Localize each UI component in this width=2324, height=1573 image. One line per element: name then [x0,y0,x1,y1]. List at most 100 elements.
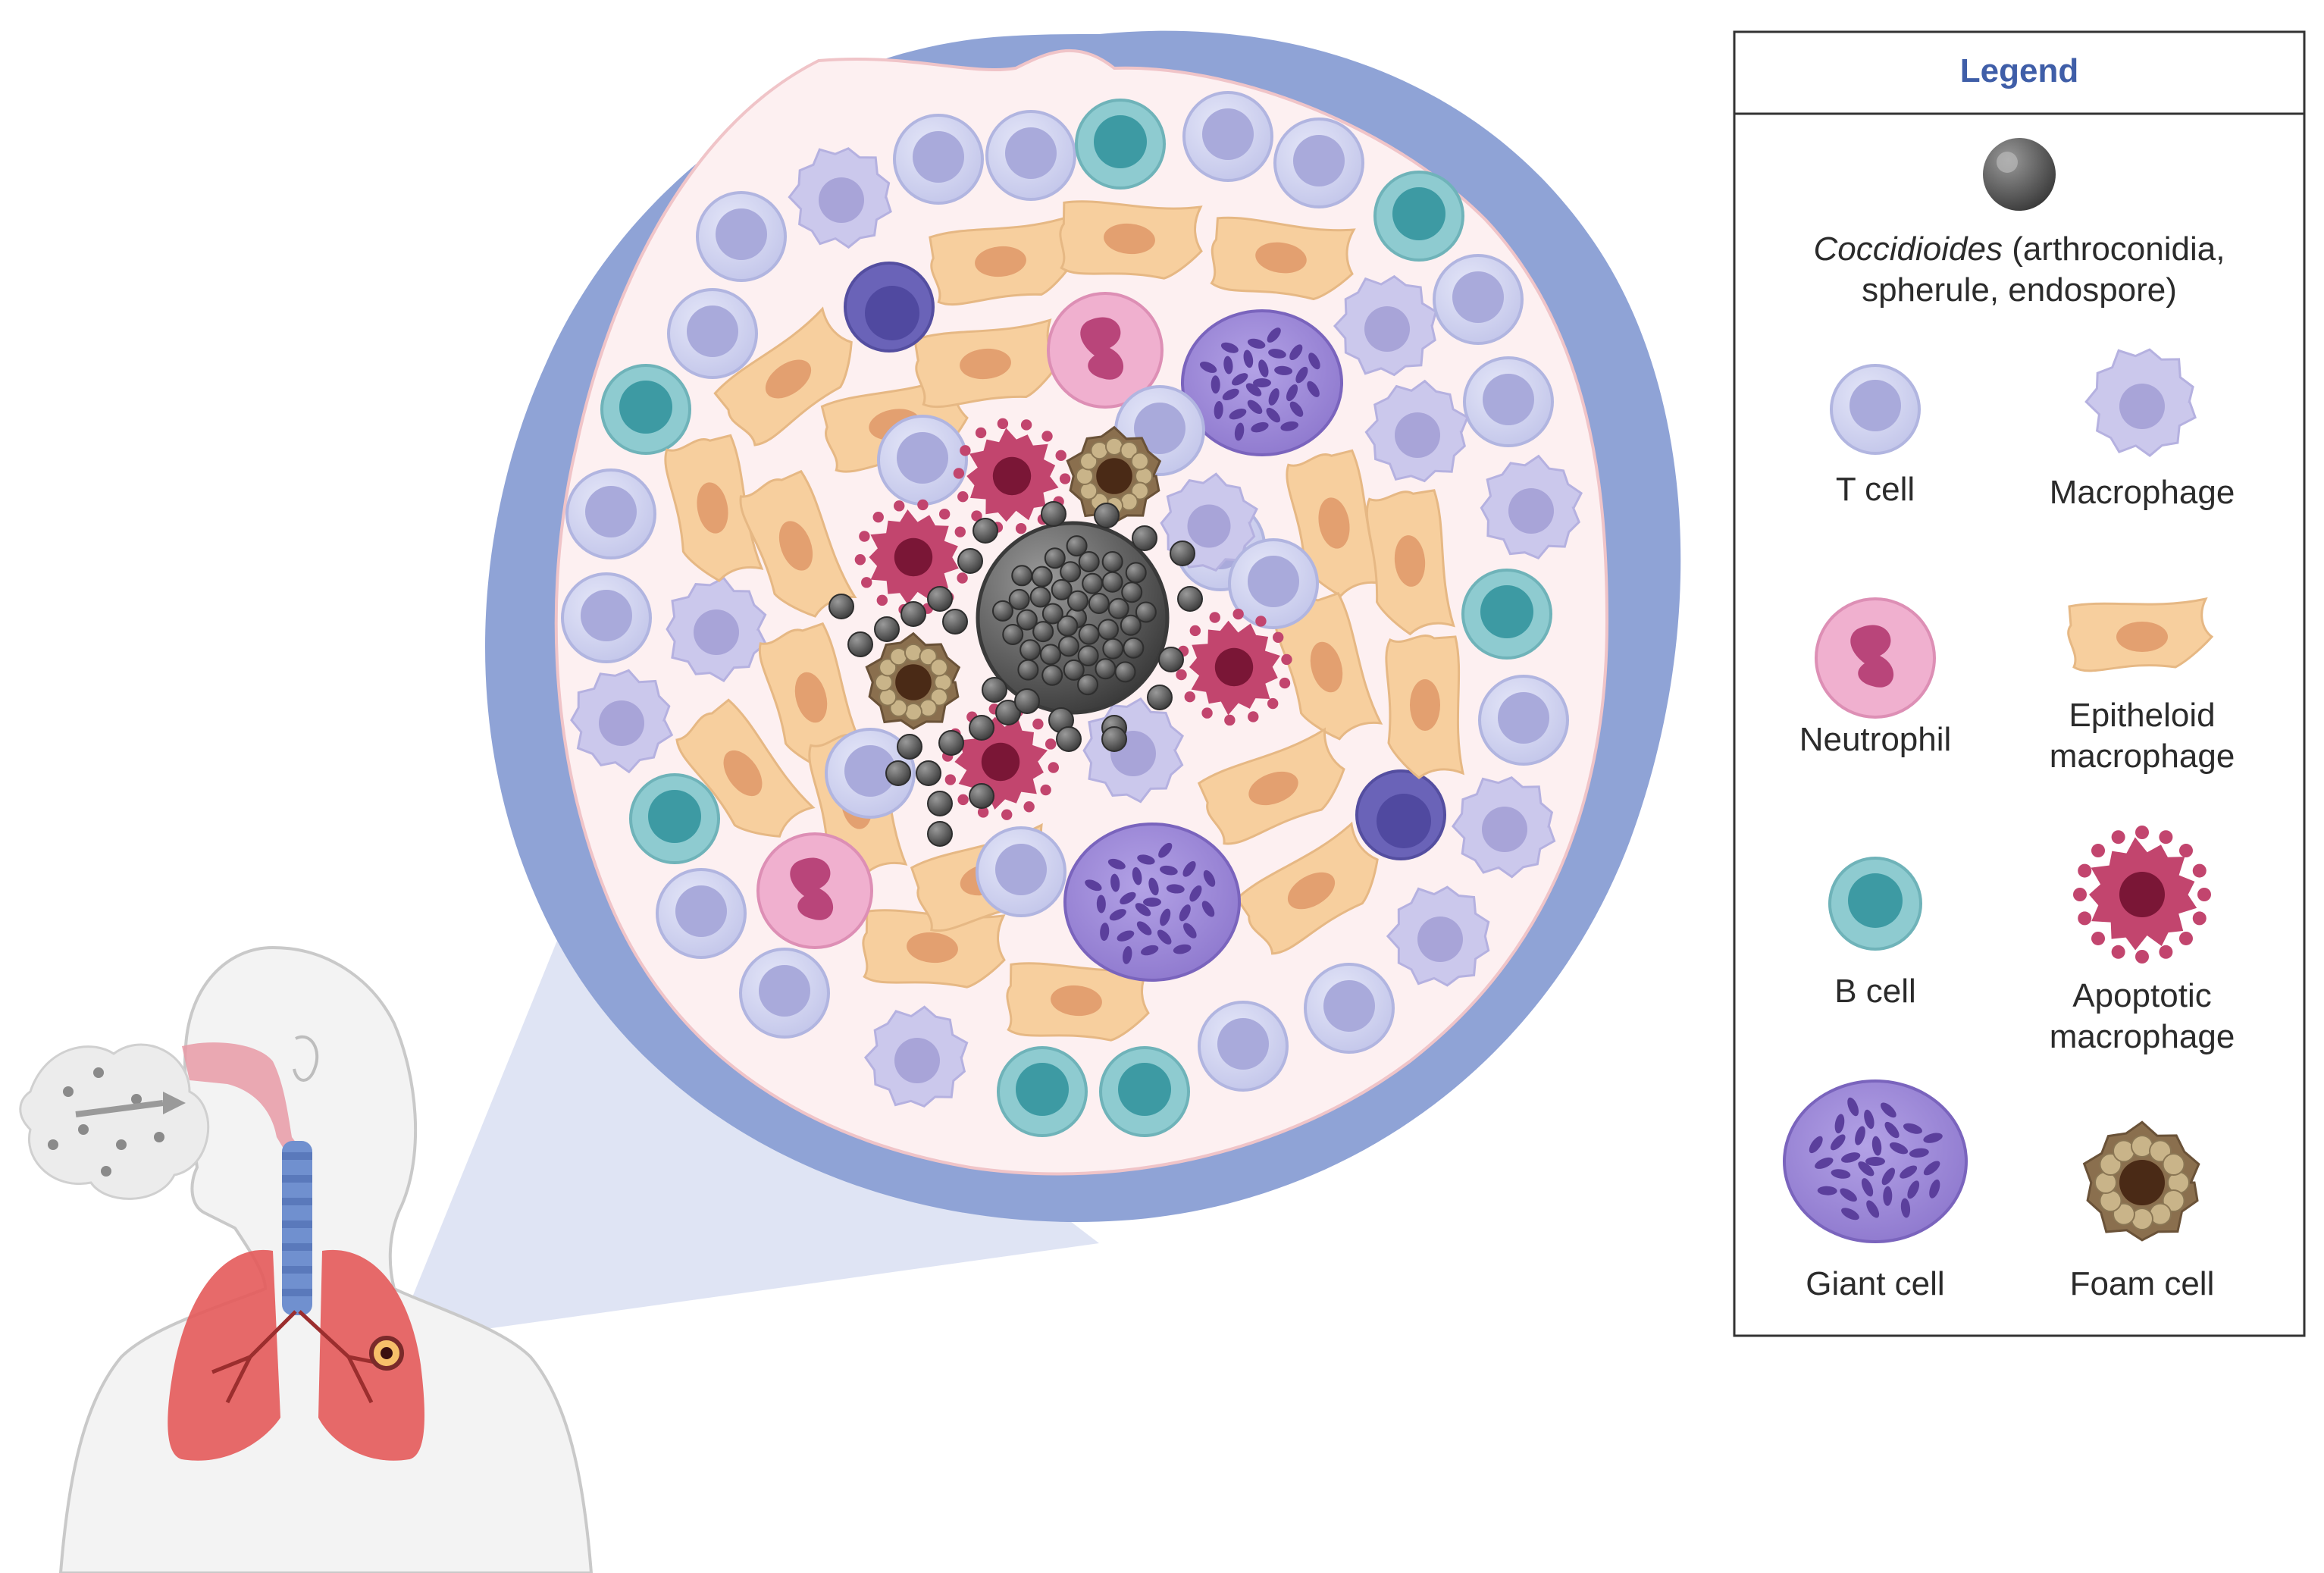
endospore [847,631,873,657]
epithelioid-macrophage [1197,727,1345,845]
cells-layer [561,91,1583,1137]
neutrophil [1047,292,1164,409]
b-cell [1373,171,1464,262]
neutrophil [756,832,873,949]
macrophage [788,147,892,249]
macrophage [1333,274,1438,377]
spherule [976,521,1170,715]
t-cell [1433,254,1524,345]
macrophage [1364,379,1469,483]
endospore [1056,726,1082,752]
giant-cell [1063,823,1241,982]
legend-neutrophil: Neutrophil [1799,721,1952,758]
epithelioid-macrophage [1365,489,1455,636]
endospore [828,594,854,619]
macrophage-swatch [2084,348,2197,457]
macrophage [1451,776,1556,879]
epithelioid-macrophage [1385,635,1465,779]
apoptotic-macrophage [953,418,1071,534]
endospore [874,616,900,642]
legend-apoptotic-2: macrophage [2050,1018,2235,1055]
epithelioid-macrophage [1236,821,1379,955]
b-cell [1075,99,1166,190]
ear [293,1035,319,1082]
legend-macrophage: Macrophage [2050,474,2235,511]
legend-epithelioid-2: macrophage [2050,738,2235,775]
coccidioides-swatch [1983,138,2056,211]
macrophage [863,1005,969,1108]
endospore [885,760,911,786]
endospore [1041,501,1066,527]
t-cell [1198,1001,1289,1092]
endospore [969,715,994,741]
activated-lymphocyte [1355,769,1446,860]
apoptotic-macrophage [1176,608,1292,726]
giant-cell [1181,309,1343,456]
legend-epithelioid-1: Epitheloid [2069,697,2215,734]
t-cell [561,572,652,663]
t-cell [825,728,916,819]
t-cell [877,415,968,506]
legend-b-cell: B cell [1834,973,1916,1010]
epithelioid-macrophage [1210,216,1356,301]
granuloma [485,30,1681,1223]
macrophage [570,669,674,774]
macrophage [1386,885,1490,987]
epithelioid-macrophage [739,469,857,618]
b-cell [1099,1046,1190,1137]
endospore [1132,525,1157,551]
endospore [900,601,926,627]
b-cell [600,364,691,455]
legend-foam-cell: Foam cell [2070,1265,2215,1302]
legend-giant-cell: Giant cell [1806,1265,1944,1302]
endospore [982,677,1007,703]
t-cell [1478,675,1569,766]
endospore [1158,647,1184,672]
endospore [969,783,994,809]
endospore [916,760,941,786]
legend-coccidioides: Coccidioides (arthroconidia, [1814,230,2225,268]
epithelioid-macrophage [913,318,1060,409]
endospore [927,791,953,816]
endospore [1094,503,1120,528]
t-cell [667,288,758,379]
t-cell [739,948,830,1039]
endospore [927,821,953,847]
macrophage [666,576,767,682]
t-cell [1304,963,1395,1054]
foam-cell [865,631,961,730]
t-cell [1182,91,1273,182]
endospore [938,730,964,756]
t-cell [985,110,1076,201]
endospore [927,586,953,612]
endospore [973,518,998,544]
t-cell [1228,538,1319,629]
epithelioid-swatch [2067,597,2214,672]
endospore [1170,541,1195,566]
foam-cell-swatch [2082,1120,2200,1242]
endospore [942,609,968,635]
epithelioid-macrophage [1059,200,1203,280]
giant-cell-swatch [1783,1079,1968,1243]
epithelioid-macrophage [713,306,853,447]
endospore [1101,726,1127,752]
coccidioides-name: Coccidioides [1814,230,2003,268]
t-cell [893,114,984,205]
endospore [1014,688,1040,714]
airborne-spores [19,1043,210,1200]
epithelioid-macrophage [929,216,1076,306]
activated-lymphocyte [844,262,935,353]
left-lung [168,1249,280,1461]
t-cell [696,191,787,282]
legend-title: Legend [1960,52,2078,89]
loose-endospores [828,501,1203,847]
endospores [991,535,1157,696]
t-cell [1463,356,1554,447]
legend-t-cell: T cell [1836,471,1915,508]
coccidioides-rest: (arthroconidia, [2003,230,2225,268]
legend: Legend Coccidioides (arthroconidia, sphe… [1733,30,2306,1337]
b-cell [1461,569,1552,660]
endospore [1147,685,1173,710]
epithelioid-macrophage [675,698,816,838]
